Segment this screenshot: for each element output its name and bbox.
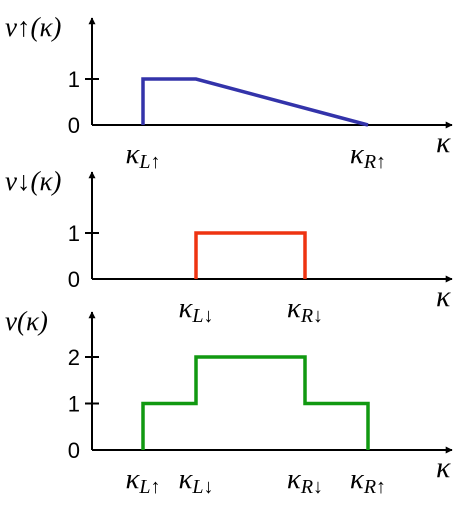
- y-axis-label: ν↓(κ): [5, 166, 61, 196]
- step-series-line: [141, 77, 369, 127]
- y-axis-label: ν(κ): [5, 306, 48, 336]
- y-tick-label: 1: [68, 392, 80, 417]
- y-tick-label: 0: [68, 113, 80, 138]
- x-tick-label: κL↑: [125, 138, 160, 173]
- x-tick-label: κR↑: [350, 463, 386, 498]
- chart-panel-2: 0 1 ν↓(κ) κ κL↓ κR↓: [5, 166, 453, 327]
- x-tick-label: κL↑: [125, 463, 160, 498]
- x-axis-label: κ: [436, 126, 451, 159]
- x-axis-label: κ: [436, 280, 451, 313]
- chart-panel-3: 0 1 2 ν(κ) κ κL↑ κL↓ κR↓ κR↑: [5, 306, 453, 498]
- x-tick-label: κR↓: [287, 463, 323, 498]
- y-tick-label: 0: [68, 267, 80, 292]
- x-tick-label: κL↓: [178, 292, 213, 327]
- x-tick-label: κL↓: [178, 463, 213, 498]
- x-tick-label: κR↑: [350, 138, 386, 173]
- y-tick-label: 0: [68, 438, 80, 463]
- x-axis-label: κ: [436, 451, 451, 484]
- step-series-line: [194, 231, 307, 279]
- y-axis-label: ν↑(κ): [5, 12, 61, 42]
- chart-panel-1: 0 1 ν↑(κ) κ κL↑ κR↑: [5, 12, 453, 173]
- y-tick-label: 1: [68, 67, 80, 92]
- step-series-line: [141, 355, 370, 450]
- y-tick-label: 1: [68, 221, 80, 246]
- y-tick-label: 2: [68, 345, 80, 370]
- x-tick-label: κR↓: [287, 292, 323, 327]
